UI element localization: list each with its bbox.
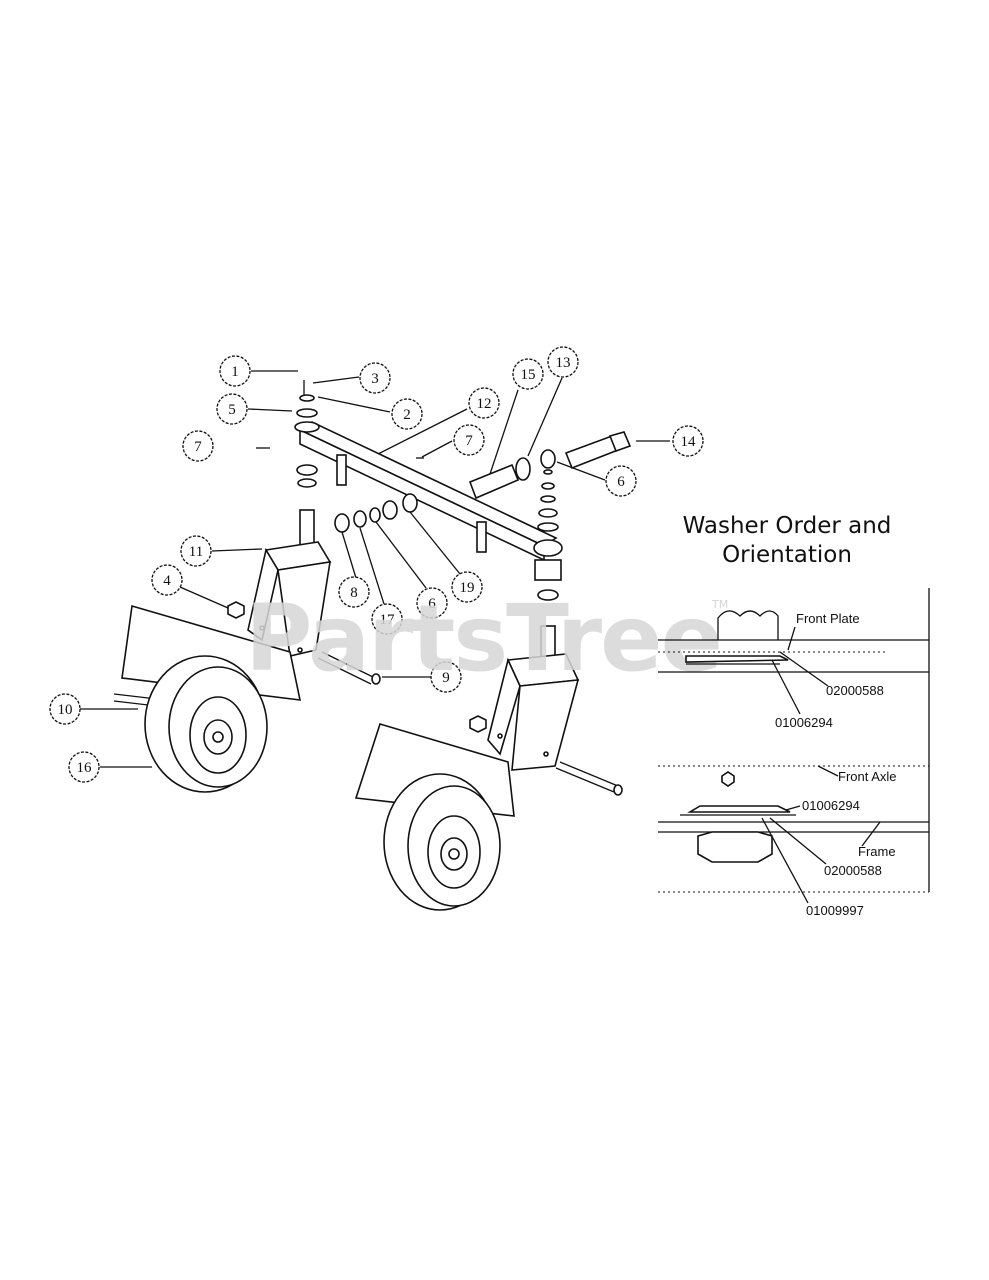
left-wheel xyxy=(113,655,268,793)
callout-c7b: 7 xyxy=(453,424,485,456)
right-wheel xyxy=(383,773,501,911)
pin-markers xyxy=(256,447,424,459)
callout-circle xyxy=(182,430,214,462)
callout-number: 10 xyxy=(58,702,73,718)
callout-c5: 5 xyxy=(216,393,248,425)
callout-c17: 17 xyxy=(371,603,403,635)
callout-number: 11 xyxy=(189,544,203,560)
axle-beam xyxy=(298,421,558,562)
callout-number: 5 xyxy=(228,402,236,418)
callout-c13: 13 xyxy=(547,346,579,378)
callout-c1: 1 xyxy=(219,355,251,387)
callout-number: 8 xyxy=(350,585,358,601)
callout-circle xyxy=(391,398,423,430)
leader-lines xyxy=(80,370,670,768)
callout-circle xyxy=(68,751,100,783)
inset-top-detail: Front Plate 02000588 01006294 xyxy=(658,610,929,730)
callout-c6b: 6 xyxy=(416,587,448,619)
callout-c7a: 7 xyxy=(182,430,214,462)
callout-number: 6 xyxy=(617,474,625,490)
callout-number: 7 xyxy=(194,439,202,455)
callout-circle xyxy=(416,587,448,619)
callout-c12: 12 xyxy=(468,387,500,419)
inset-title-line1: Washer Order and xyxy=(683,513,892,539)
callout-c19: 19 xyxy=(451,571,483,603)
callout-number: 16 xyxy=(77,760,93,776)
watermark: PartsTree TM xyxy=(245,585,728,692)
callout-number: 13 xyxy=(556,355,571,371)
inset-bottom-detail: Front Axle 01006294 Frame 02000588 01009… xyxy=(658,765,929,918)
label-top-part-a: 02000588 xyxy=(826,683,884,698)
callout-circle xyxy=(180,535,212,567)
label-front-axle: Front Axle xyxy=(838,769,897,784)
callout-c16: 16 xyxy=(68,751,100,783)
label-bottom-part-a: 01006294 xyxy=(802,798,860,813)
callout-circle xyxy=(49,693,81,725)
callout-number: 1 xyxy=(231,364,239,380)
callout-circle xyxy=(605,465,637,497)
callout-c15: 15 xyxy=(512,358,544,390)
label-front-plate: Front Plate xyxy=(796,611,860,626)
callout-c2: 2 xyxy=(391,398,423,430)
callout-c8: 8 xyxy=(338,576,370,608)
callout-c4: 4 xyxy=(151,564,183,596)
callout-circle xyxy=(468,387,500,419)
left-spindle-bracket xyxy=(247,541,332,657)
callout-c14: 14 xyxy=(672,425,704,457)
callout-number: 15 xyxy=(521,367,536,383)
inset-title-line2: Orientation xyxy=(722,542,852,568)
right-bolt xyxy=(555,761,623,796)
label-frame: Frame xyxy=(858,844,896,859)
callout-circle xyxy=(151,564,183,596)
watermark-tm: TM xyxy=(711,598,728,611)
callout-circle xyxy=(451,571,483,603)
pivot-hardware xyxy=(468,431,632,500)
callout-c10: 10 xyxy=(49,693,81,725)
left-nut xyxy=(227,601,245,619)
watermark-text: PartsTree xyxy=(245,585,721,692)
callout-circle xyxy=(512,358,544,390)
callout-number: 3 xyxy=(371,371,379,387)
callout-c6a: 6 xyxy=(605,465,637,497)
callout-circle xyxy=(219,355,251,387)
callout-number: 12 xyxy=(477,396,492,412)
left-spindle-stack xyxy=(294,380,320,553)
washer-order-inset: Washer Order and Orientation Front Plate… xyxy=(658,513,930,918)
left-bolt xyxy=(317,651,381,685)
callout-circle xyxy=(547,346,579,378)
callout-c9: 9 xyxy=(430,661,462,693)
label-bottom-part-b: 02000588 xyxy=(824,863,882,878)
callout-number: 19 xyxy=(460,580,475,596)
callout-number: 9 xyxy=(442,670,450,686)
callout-circle xyxy=(453,424,485,456)
callout-circle xyxy=(430,661,462,693)
callout-circle xyxy=(371,603,403,635)
callout-c3: 3 xyxy=(359,362,391,394)
callout-number: 7 xyxy=(465,433,473,449)
label-bottom-part-c: 01009997 xyxy=(806,903,864,918)
callout-number: 2 xyxy=(403,407,411,423)
callout-circle xyxy=(672,425,704,457)
washer-row xyxy=(334,493,418,533)
callout-number: 14 xyxy=(681,434,697,450)
right-nut xyxy=(469,715,487,733)
label-top-part-b: 01006294 xyxy=(775,715,833,730)
callout-circle xyxy=(338,576,370,608)
callout-number: 6 xyxy=(428,596,436,612)
front-axle-assembly xyxy=(113,380,632,911)
right-spindle-bracket xyxy=(487,653,580,771)
callout-number: 17 xyxy=(380,612,396,628)
callout-circle xyxy=(216,393,248,425)
callout-circle xyxy=(359,362,391,394)
callout-c11: 11 xyxy=(180,535,212,567)
callout-number: 4 xyxy=(163,573,171,589)
